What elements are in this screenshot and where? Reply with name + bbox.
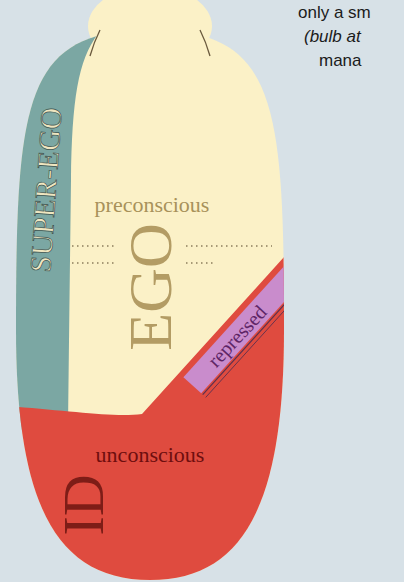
structure-label: ID bbox=[55, 474, 113, 535]
band-label: repressed bbox=[204, 302, 270, 371]
psyche-egg: preconsciousEGO SUPER-EGO repressed unconsc… bbox=[14, 0, 286, 582]
super-ego-band: SUPER-EGO bbox=[21, 103, 70, 278]
repressed-band: repressed bbox=[200, 298, 274, 375]
region-label: unconscious bbox=[96, 444, 205, 466]
region-label: preconscious bbox=[95, 194, 210, 216]
caption-fragment: only a sm bbox=[298, 3, 371, 23]
super-ego-band bbox=[14, 30, 98, 430]
repressed-band bbox=[183, 256, 286, 393]
caption-fragment: mana bbox=[319, 51, 362, 71]
structure-label: SUPER-EGO bbox=[25, 107, 66, 274]
bulb-arc bbox=[200, 30, 210, 56]
structure-label: EGO bbox=[119, 223, 181, 350]
id-region: unconsciousID bbox=[51, 440, 208, 540]
caption-fragment: (bulb at bbox=[304, 27, 361, 47]
repressed-border bbox=[203, 257, 286, 395]
